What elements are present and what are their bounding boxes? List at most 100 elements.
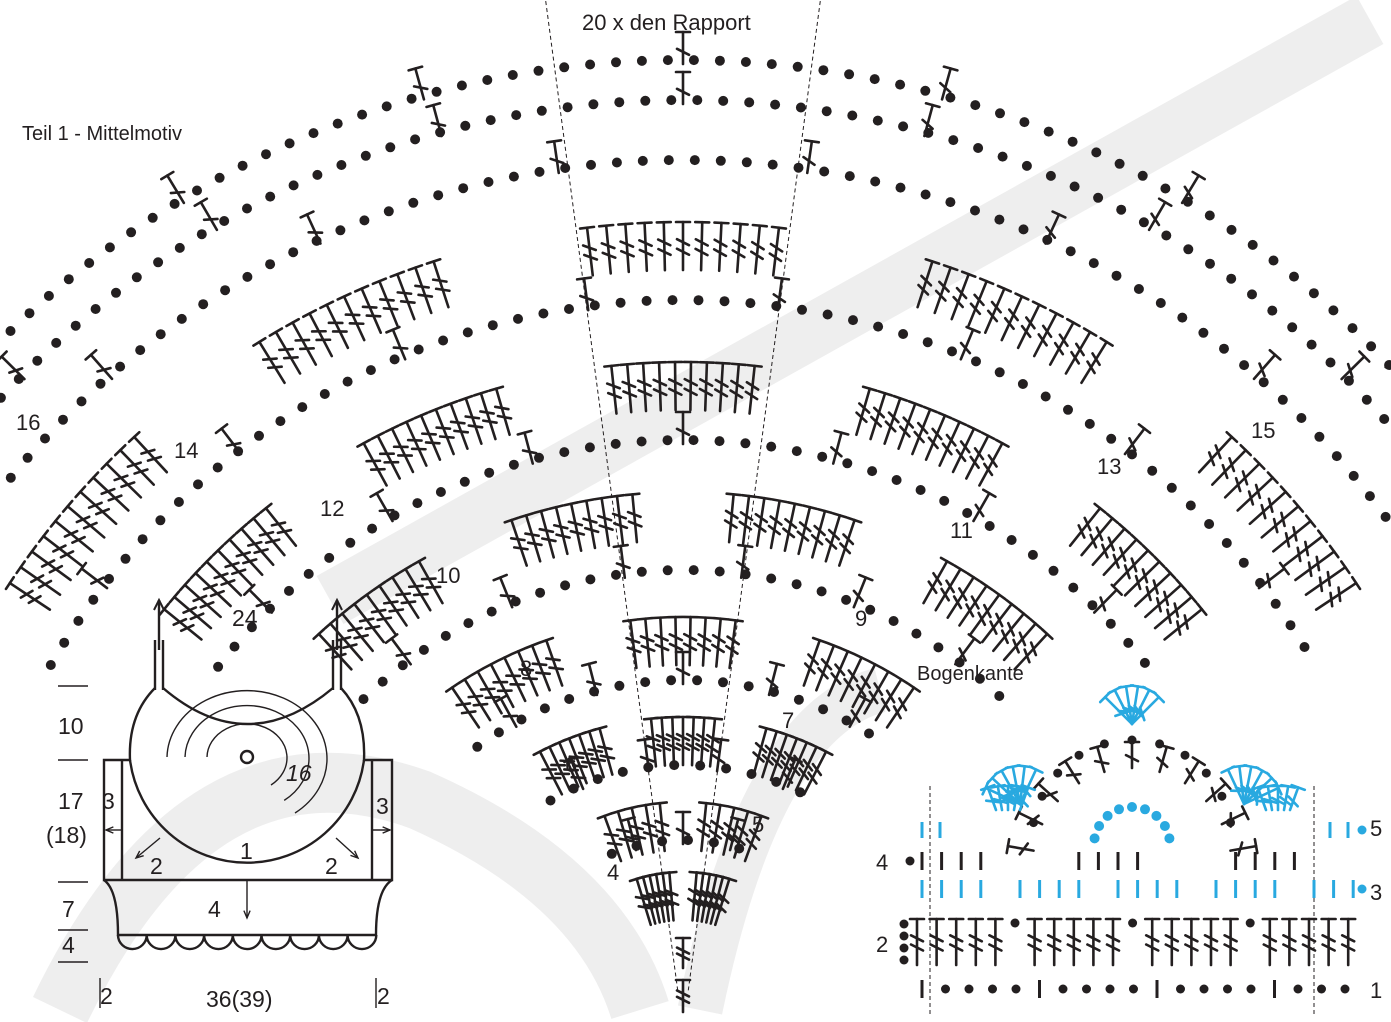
chain-stitch-dot	[841, 715, 852, 726]
double-crochet	[1123, 740, 1141, 770]
chain-stitch-dot	[1021, 160, 1032, 171]
chain-stitch-dot	[412, 498, 423, 509]
treble-stitch	[696, 615, 714, 667]
chain-stitch-dot	[844, 171, 855, 182]
chain-stitch-dot	[841, 594, 852, 605]
treble-stitch	[268, 327, 302, 375]
treble-stitch	[578, 498, 600, 550]
chain-stitch-dot	[1176, 984, 1185, 994]
treble-stitch	[524, 641, 551, 692]
treble-stitch	[981, 598, 1019, 644]
double-crochet	[580, 660, 602, 697]
chain-stitch-dot	[689, 155, 700, 166]
treble-stitch	[319, 300, 350, 350]
treble-stitch	[483, 659, 515, 709]
chain-stitch-dot	[614, 680, 625, 691]
double-crochet	[492, 573, 516, 609]
chain-stitch-dot	[1306, 339, 1317, 350]
double-crochet	[1180, 170, 1206, 205]
chain-stitch-dot	[332, 118, 343, 129]
chain-stitch-dot	[1331, 451, 1342, 462]
treble-stitch	[411, 556, 444, 605]
chain-stitch-dot	[131, 272, 142, 283]
chain-stitch-dot	[721, 763, 732, 774]
treble-stitch	[704, 716, 724, 768]
treble-stitch	[246, 512, 286, 557]
chain-stitch-dot	[169, 198, 180, 209]
chain-stitch-dot	[1017, 379, 1028, 389]
treble-stitch	[532, 747, 564, 796]
chain-stitch-dot	[1128, 918, 1138, 928]
treble-stitch	[1236, 471, 1279, 512]
treble-stitch	[425, 257, 451, 309]
chain-stitch-dot	[1296, 413, 1307, 423]
double-crochet	[674, 70, 692, 106]
treble-stitch	[721, 804, 743, 856]
chain-stitch-dot	[662, 55, 673, 66]
chain-stitch-dot	[508, 171, 519, 182]
chain-stitch-dot	[1277, 394, 1288, 405]
chain-stitch-dot	[460, 120, 471, 131]
chain-stitch-dot	[486, 606, 497, 617]
double-crochet	[612, 543, 631, 580]
arrow-head	[382, 826, 392, 834]
chain-stitch-dot	[911, 628, 922, 639]
chain-stitch-dot	[242, 271, 253, 282]
treble-stitch	[370, 431, 401, 480]
treble-stitch	[708, 802, 729, 854]
chain-stitch-dot	[997, 151, 1008, 162]
double-crochet	[852, 573, 874, 609]
chain-stitch-dot	[771, 776, 782, 787]
edging-row-3: 3	[1370, 880, 1383, 905]
treble-stitch	[1048, 317, 1081, 366]
chain-stitch-dot	[864, 728, 874, 739]
treble-stitch	[863, 666, 896, 715]
arrow-head	[243, 910, 251, 920]
treble-stitch	[769, 731, 795, 782]
treble-stitch	[488, 385, 513, 437]
chain-stitch-dot	[511, 110, 522, 121]
repeat-boundary-line	[545, 0, 679, 991]
treble-stitch	[922, 556, 955, 605]
chain-stitch-dot	[848, 315, 858, 326]
chain-stitch-dot	[482, 75, 493, 85]
arrow-head	[104, 826, 114, 834]
chain-stitch-dot	[155, 515, 166, 526]
double-crochet	[674, 410, 692, 446]
chain-stitch-dot	[611, 569, 621, 580]
center-start-stitch	[674, 978, 692, 1014]
treble-stitch	[496, 653, 527, 703]
treble-stitch	[1283, 529, 1329, 567]
treble-stitch	[987, 917, 1004, 967]
chain-stitch-dot	[611, 157, 622, 168]
blue-treble-stitch	[1017, 783, 1037, 812]
treble-stitch	[61, 499, 106, 539]
chain-stitch-dot	[888, 616, 899, 626]
chain-stitch-dot	[797, 304, 807, 315]
treble-stitch	[510, 647, 539, 697]
double-crochet	[772, 276, 791, 312]
treble-stitch	[1223, 457, 1266, 499]
chain-stitch-dot	[254, 430, 264, 441]
chain-stitch-dot	[933, 642, 944, 653]
treble-stitch	[1102, 533, 1143, 576]
chain-stitch-dot	[90, 304, 101, 314]
treble-stitch	[1314, 575, 1362, 611]
chain-stitch-dot	[1183, 244, 1194, 255]
part-4-label: 4	[208, 896, 221, 922]
treble-stitch	[398, 564, 432, 612]
chain-stitch-dot	[1238, 557, 1249, 568]
chain-stitch-dot	[1379, 414, 1390, 424]
chain-stitch-dot	[822, 309, 833, 320]
chain-stitch-dot	[1043, 126, 1054, 137]
chain-stitch-dot	[115, 361, 126, 372]
chain-stitch-dot	[462, 327, 473, 338]
treble-stitch	[597, 223, 617, 275]
chain-stitch-dot	[1219, 343, 1229, 354]
chain-stitch-dot	[1058, 984, 1068, 994]
watermark-stroke	[677, 668, 887, 1015]
treble-stitch	[1143, 917, 1161, 967]
treble-stitch	[696, 801, 715, 853]
treble-stitch	[778, 734, 805, 785]
